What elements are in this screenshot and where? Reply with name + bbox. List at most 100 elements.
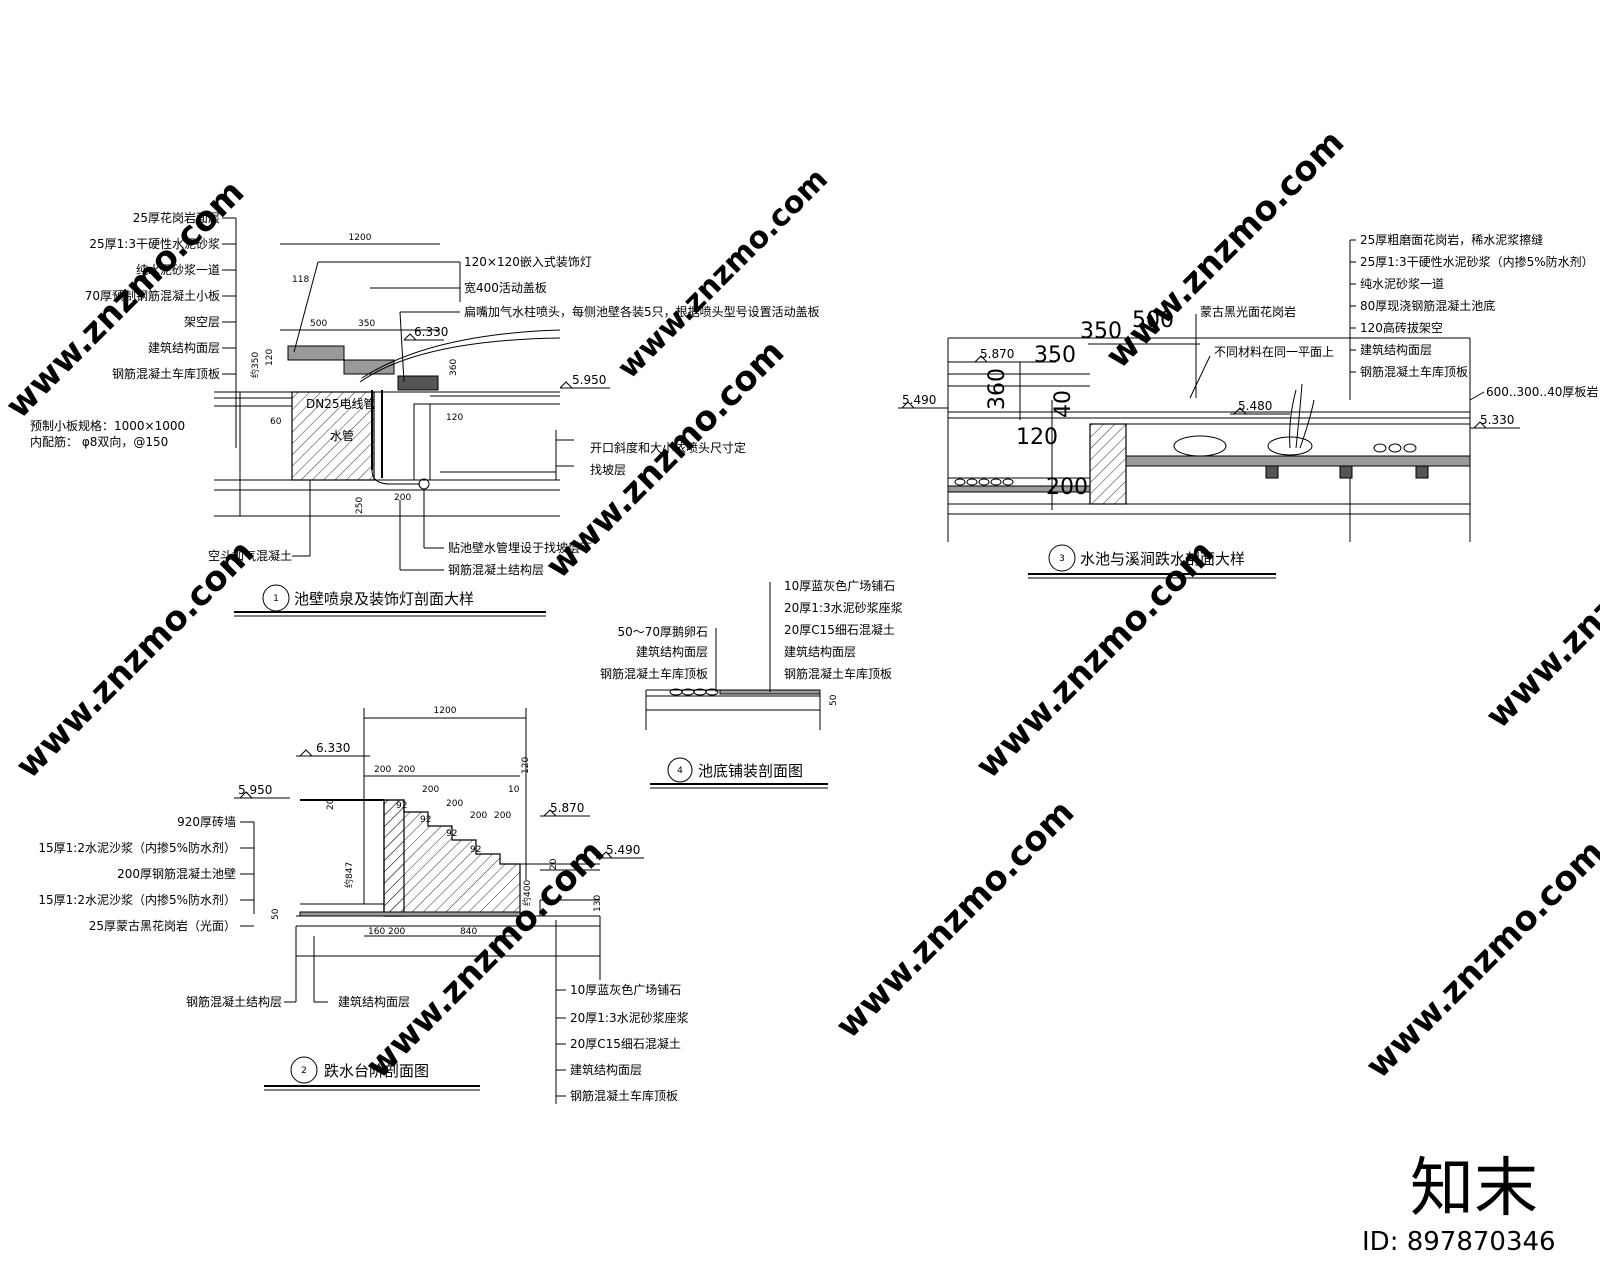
d2-dim: 50 <box>271 908 281 920</box>
detail-3-pool-stream-section: 5.870 5.490 5.480 5.330 <box>898 232 1598 579</box>
d2-dim: 20 <box>549 858 559 870</box>
d1-right-label: 宽400活动盖板 <box>464 280 547 295</box>
logo-text: 知末 <box>1410 1152 1538 1226</box>
d2-dim: 200 <box>446 799 463 809</box>
detail-1-fountain-wall-section: 25厚花岗岩面层 25厚1:3干硬性水泥砂浆 纯水泥砂浆一道 70厚预制钢筋混凝… <box>30 210 820 617</box>
d4-right-label: 20厚C15细石混凝土 <box>784 622 895 637</box>
d4-right-label: 10厚蓝灰色广场铺石 <box>784 579 895 593</box>
d1-left-label: 25厚1:3干硬性水泥砂浆 <box>89 236 220 251</box>
d3-elevation: 5.330 <box>1480 413 1514 427</box>
d1-board-note: 内配筋： φ8双向，@150 <box>30 434 168 449</box>
d2-left-label: 920厚砖墙 <box>177 814 236 829</box>
d2-left-label: 15厚1:2水泥沙浆（内掺5%防水剂） <box>38 840 236 855</box>
d2-left-label: 15厚1:2水泥沙浆（内掺5%防水剂） <box>38 892 236 907</box>
d1-right-label: 贴池壁水管埋设于找坡层下 <box>448 540 592 555</box>
d2-bottom-left-label: 钢筋混凝土结构层 <box>186 994 282 1009</box>
detail2-bottom-right-labels: 10厚蓝灰色广场铺石 20厚1:3水泥砂浆座浆 20厚C15细石混凝土 建筑结构… <box>555 920 689 1104</box>
d1-water-label: 水管 <box>330 428 354 443</box>
d2-dim: 200 <box>388 927 405 937</box>
detail3-right-labels: 25厚粗磨面花岗岩，稀水泥浆擦缝 25厚1:3干硬性水泥砂浆（内掺5%防水剂） … <box>1349 232 1598 401</box>
d3-dim: 350 <box>1080 319 1122 344</box>
d2-elevation: 6.330 <box>316 741 350 755</box>
d4-number: 4 <box>677 766 683 776</box>
d4-dim: 50 <box>829 694 839 706</box>
detail-2-cascade-step-section: 1200 6.330 5.950 5.870 5.490 200 200 200… <box>38 706 689 1104</box>
d4-left-label: 钢筋混凝土车库顶板 <box>600 666 708 681</box>
d1-left-label: 纯水泥砂浆一道 <box>136 262 220 277</box>
d2-step-body <box>383 799 521 917</box>
d2-dim: 840 <box>460 927 477 937</box>
d3-title: 水池与溪涧跌水剖面大样 <box>1080 550 1245 568</box>
d4-right-label: 20厚1:3水泥砂浆座浆 <box>784 600 903 615</box>
detail1-left-labels: 25厚花岗岩面层 25厚1:3干硬性水泥砂浆 纯水泥砂浆一道 70厚预制钢筋混凝… <box>85 210 236 381</box>
d3-number: 3 <box>1059 554 1065 564</box>
d2-dim: 120 <box>521 757 531 774</box>
d2-dim: 约400 <box>521 880 533 906</box>
d2-dim: 130 <box>593 895 603 912</box>
detail-4-pool-floor-section: 50 50～70厚鹅卵石 建筑结构面层 钢筋混凝土车库顶板 10厚蓝灰色广场铺石… <box>600 579 903 789</box>
detail1-right-labels: 120×120嵌入式装饰灯 宽400活动盖板 扁嘴加气水柱喷头，每侧池壁各装5只… <box>293 255 820 577</box>
d1-left-label: 架空层 <box>184 315 220 329</box>
d2-elevation: 5.950 <box>238 783 272 797</box>
d4-right-label: 钢筋混凝土车库顶板 <box>784 666 892 681</box>
d1-left-label: 钢筋混凝土车库顶板 <box>112 366 220 381</box>
d3-plant <box>1289 383 1315 449</box>
d4-left-label: 50～70厚鹅卵石 <box>617 625 708 639</box>
d3-elevation: 5.870 <box>980 347 1014 361</box>
d1-dim: 200 <box>394 493 411 503</box>
d3-dim: 120 <box>1016 425 1058 450</box>
d2-dim: 20 <box>326 798 336 810</box>
d3-right-label: 建筑结构面层 <box>1360 342 1432 357</box>
d2-dim: 160 <box>368 927 385 937</box>
d3-right-label: 80厚现浇钢筋混凝土池底 <box>1360 298 1495 313</box>
d1-dim: 约350 <box>249 352 261 378</box>
d3-elevation: 5.480 <box>1238 399 1272 413</box>
d1-dim: 360 <box>449 359 459 376</box>
d1-left-label: 70厚预制钢筋混凝土小板 <box>85 288 220 303</box>
d1-wall-body <box>291 391 375 481</box>
d1-right-label: 扁嘴加气水柱喷头，每侧池壁各装5只，根据喷头型号设置活动盖板 <box>464 304 820 319</box>
watermark-text: www.znzmo.com <box>1478 482 1600 736</box>
brand-logo: 知末 ID: 897870346 <box>1362 1152 1556 1257</box>
d2-dim: 200 <box>422 785 439 795</box>
d2-title: 跌水台阶剖面图 <box>324 1062 429 1080</box>
d3-wall <box>1089 423 1127 505</box>
d3-dim: 500 <box>1132 308 1174 333</box>
detail2-left-labels: 920厚砖墙 15厚1:2水泥沙浆（内掺5%防水剂） 200厚钢筋混凝土池壁 1… <box>38 814 255 933</box>
d1-dim: 60 <box>270 417 282 427</box>
d3-dim: 200 <box>1046 475 1088 500</box>
d2-elevation: 5.870 <box>550 801 584 815</box>
d1-elevation: 6.330 <box>414 325 448 339</box>
d2-br-label: 10厚蓝灰色广场铺石 <box>570 983 681 997</box>
d1-pipe-label: DN25电线管 <box>306 396 376 411</box>
d2-left-label: 25厚蒙古黑花岗岩（光面） <box>89 918 236 933</box>
d2-number: 2 <box>301 1066 307 1076</box>
d1-granite-cap <box>287 345 345 361</box>
d2-br-label: 20厚C15细石混凝土 <box>570 1036 681 1051</box>
d2-dim: 200 <box>398 765 415 775</box>
d3-right-label: 600..300..40厚板岩 <box>1486 384 1598 399</box>
d1-dim: 350 <box>358 319 375 329</box>
d1-bottom-label: 空斗加气混凝土 <box>208 548 292 563</box>
d3-dim: 40 <box>1051 390 1076 418</box>
d3-right-label: 钢筋混凝土车库顶板 <box>1360 364 1468 379</box>
d1-elevation: 5.950 <box>572 373 606 387</box>
d2-dim: 约847 <box>343 862 355 888</box>
d3-right-label: 120高砖拔架空 <box>1360 320 1443 335</box>
d2-dim: 10 <box>508 785 520 795</box>
d1-right-label: 开口斜度和大小依喷头尺寸定 <box>590 440 746 455</box>
d1-number: 1 <box>273 594 279 604</box>
d1-dim: 120 <box>446 413 463 423</box>
d2-elevation: 5.490 <box>606 843 640 857</box>
watermark-text: www.znzmo.com <box>828 792 1082 1046</box>
d2-dim: 200 <box>470 811 487 821</box>
d4-left-label: 建筑结构面层 <box>636 644 708 659</box>
d2-br-label: 20厚1:3水泥砂浆座浆 <box>570 1010 689 1025</box>
watermark-text: www.znzmo.com <box>611 162 835 386</box>
watermark-text: www.znzmo.com <box>968 532 1222 786</box>
watermark-text: www.znzmo.com <box>1358 832 1600 1086</box>
d3-top-label: 不同材料在同一平面上 <box>1214 345 1334 359</box>
d1-left-label: 25厚花岗岩面层 <box>133 210 220 225</box>
d1-dim: 500 <box>310 319 327 329</box>
